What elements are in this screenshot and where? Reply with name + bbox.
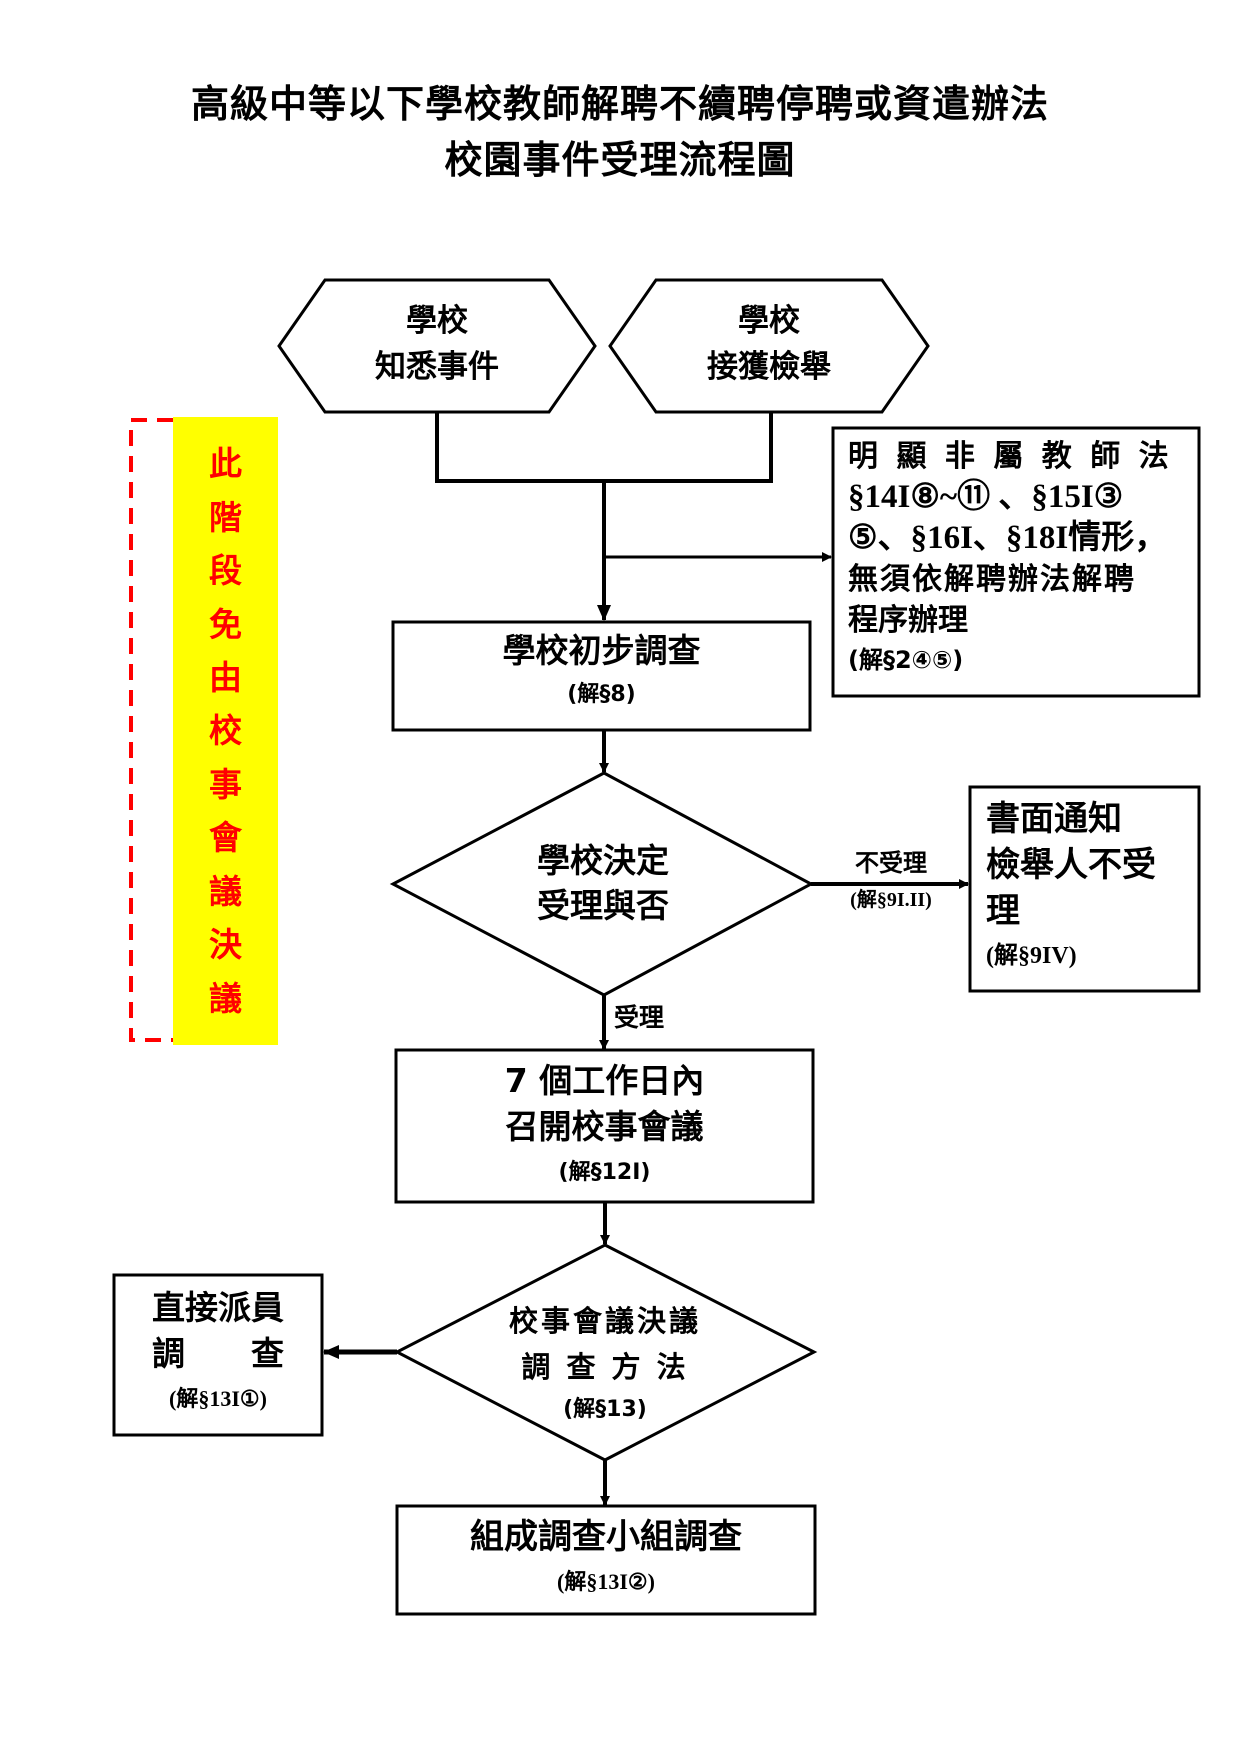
not-applicable-line5: 程序辦理 — [848, 603, 968, 638]
box-not-applicable — [831, 426, 1201, 698]
not-applicable-ref: (解§2④⑤) — [848, 646, 964, 674]
node-start-known: 學校 知悉事件 — [279, 298, 595, 390]
page-title: 高級中等以下學校教師解聘不續聘停聘或資遣辦法 — [190, 82, 1049, 126]
box-preliminary — [391, 620, 812, 732]
side-note-highlight: 此階段免由校事會議決議 — [173, 417, 278, 1045]
decide-method-ref: (解§13) — [563, 1397, 647, 1422]
side-note-char: 議 — [209, 871, 242, 911]
node-start-report: 學校 接獲檢舉 — [610, 298, 928, 390]
side-note-char: 由 — [209, 658, 242, 698]
node-panel-investigate: 組成調查小組調查 (解§13I②) — [397, 1513, 815, 1603]
edge-reject-label: 不受理 — [855, 849, 927, 877]
node-start-known-line1: 學校 — [406, 303, 468, 339]
side-note-char: 免 — [209, 604, 242, 644]
panel-label: 組成調查小組調查 — [470, 1517, 742, 1557]
edge-reject-ref: (解§9I.II) — [850, 889, 932, 911]
side-note-char: 會 — [209, 818, 242, 858]
node-start-known-line2: 知悉事件 — [375, 349, 499, 385]
panel-ref: (解§13I②) — [557, 1569, 655, 1594]
node-preliminary: 學校初步調查 (解§8) — [393, 628, 810, 716]
merge-connector — [435, 412, 773, 483]
box-reject-notice — [968, 785, 1201, 993]
not-applicable-line2: §14I⑧~⑪ 、§15I③ — [848, 479, 1124, 515]
side-note-char: 議 — [209, 978, 242, 1018]
box-direct-investigate — [112, 1273, 324, 1437]
decide-accept-line1: 學校決定 — [537, 841, 669, 880]
decide-method-line2: 調 查 方 法 — [521, 1350, 689, 1384]
reject-notice-line1: 書面通知 — [986, 799, 1122, 839]
meeting-line2: 召開校事會議 — [505, 1107, 704, 1146]
side-note-char: 此 — [209, 444, 242, 484]
side-note-char: 校 — [209, 711, 242, 751]
reject-notice-line2: 檢舉人不受 — [986, 845, 1156, 885]
box-meeting — [394, 1048, 815, 1204]
direct-line2: 調 查 — [152, 1334, 284, 1373]
not-applicable-line1: 明 顯 非 屬 教 師 法 — [848, 439, 1173, 474]
meeting-ref: (解§12I) — [558, 1160, 651, 1185]
preliminary-label: 學校初步調查 — [502, 631, 701, 670]
node-start-report-line1: 學校 — [738, 303, 800, 339]
node-decide-accept: 學校決定 受理與否 — [453, 838, 753, 928]
side-note-char: 決 — [209, 925, 242, 965]
decide-method-line1: 校事會議決議 — [508, 1304, 701, 1338]
side-note-char: 段 — [209, 551, 242, 591]
node-start-report-line2: 接獲檢舉 — [707, 349, 831, 385]
node-meeting: 7 個工作日內 召開校事會議 (解§12I) — [396, 1058, 813, 1196]
reject-notice-ref: (解§9IV) — [986, 943, 1077, 969]
preliminary-ref: (解§8) — [567, 682, 636, 707]
node-reject-notice: 書面通知 檢舉人不受 理 (解§9IV) — [986, 796, 1196, 978]
direct-line1: 直接派員 — [152, 1288, 284, 1327]
not-applicable-line4: 無須依解聘辦法解聘 — [848, 562, 1136, 597]
node-not-applicable: 明 顯 非 屬 教 師 法 §14I⑧~⑪ 、§15I③ ⑤、§16I、§18I… — [848, 436, 1188, 679]
edge-accept-label: 受理 — [614, 1003, 665, 1032]
dashed-bracket — [129, 418, 173, 1042]
decide-accept-line2: 受理與否 — [537, 886, 669, 925]
side-note-char: 事 — [209, 764, 242, 804]
hexagon-start-report — [608, 278, 930, 414]
node-direct-investigate: 直接派員 調 查 (解§13I①) — [114, 1285, 322, 1421]
reject-notice-line3: 理 — [986, 891, 1020, 931]
direct-ref: (解§13I①) — [169, 1386, 267, 1411]
box-panel-investigate — [395, 1504, 817, 1616]
hexagon-start-known — [277, 278, 597, 414]
node-decide-method: 校事會議決議 調 查 方 法 (解§13) — [475, 1298, 735, 1430]
not-applicable-line3: ⑤、§16I、§18I情形， — [848, 520, 1168, 556]
page-subtitle: 校園事件受理流程圖 — [444, 138, 796, 182]
side-note-char: 階 — [209, 497, 242, 537]
meeting-line1: 7 個工作日內 — [504, 1061, 705, 1100]
